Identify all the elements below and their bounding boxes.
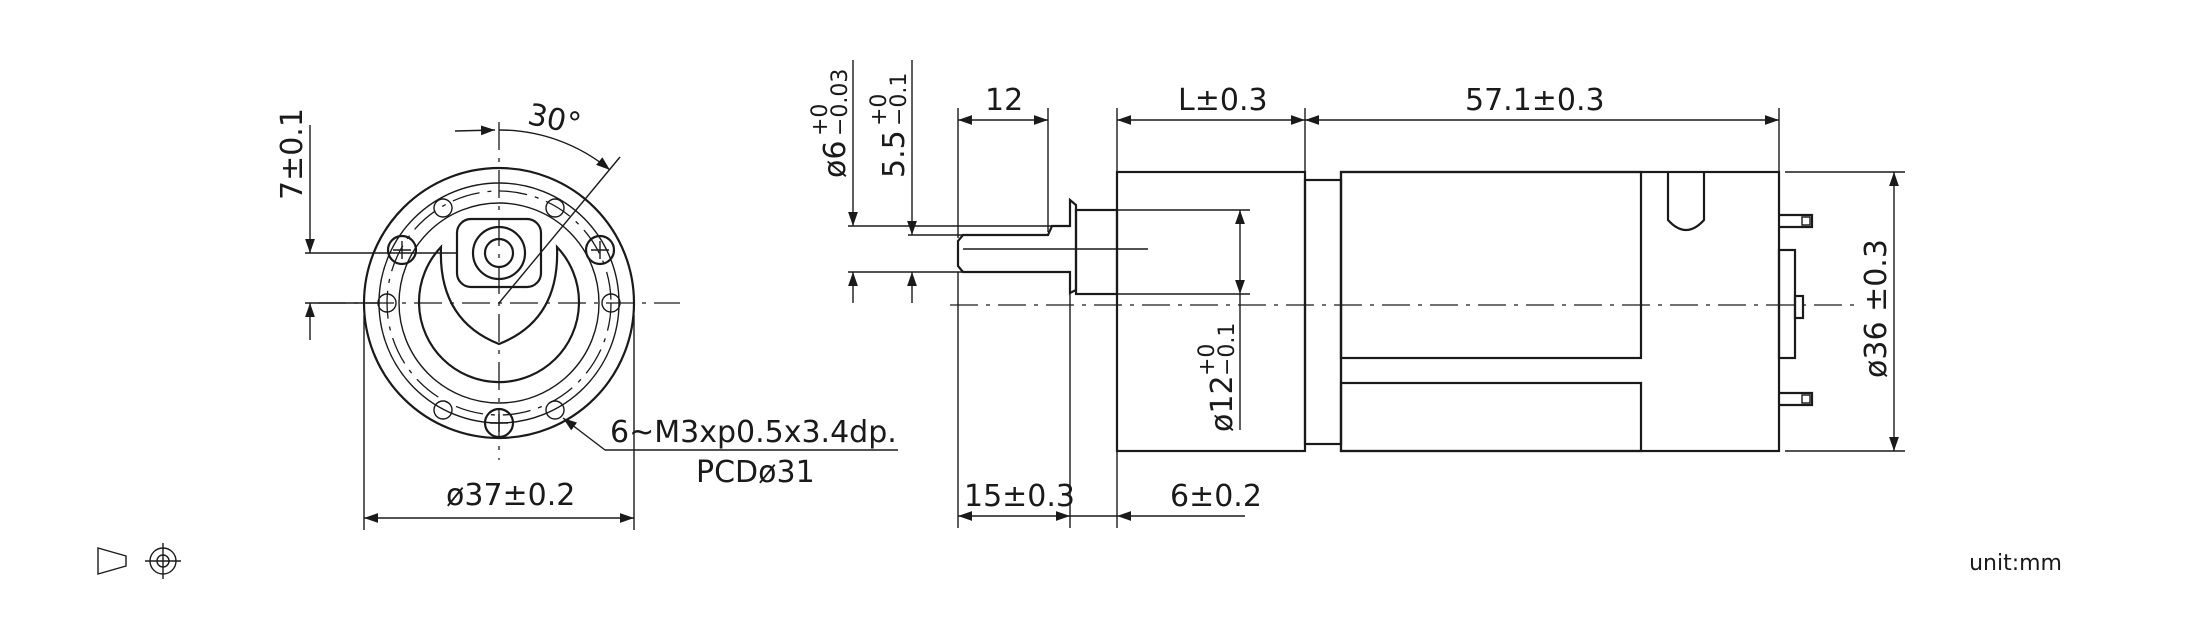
output-shaft <box>956 197 1078 295</box>
offset-dimension: 7±0.1 <box>275 108 310 200</box>
terminal-hole <box>1801 394 1811 404</box>
svg-text:ø6: ø6 <box>818 141 853 178</box>
angle-dimension: 30° <box>525 97 584 142</box>
third-angle-projection-icon <box>97 543 181 579</box>
crescent-recess <box>417 244 581 384</box>
svg-text:5.5: 5.5 <box>877 130 912 178</box>
motor-upper-panel <box>1339 170 1643 360</box>
screw-hole <box>545 400 565 420</box>
rear-boss <box>1777 248 1797 360</box>
motor-diameter-dimension: ø36 ±0.3 <box>1859 239 1894 378</box>
screw-hole <box>433 400 453 420</box>
gearbox-ring <box>1303 178 1343 446</box>
shaft-flat-dimension: 5.5 +0 −0.1 <box>867 73 912 178</box>
shaft-length-dimension: 15±0.3 <box>964 479 1075 514</box>
unit-label: unit:mm <box>1969 551 2062 576</box>
phillips-screw-icon <box>584 234 616 266</box>
angle-arc <box>498 129 611 171</box>
vent-slot <box>1666 172 1706 232</box>
phillips-screw-icon <box>483 407 515 439</box>
terminal-hole <box>1801 216 1811 226</box>
body-circle <box>398 202 600 404</box>
pilot-diameter-dimension: ø12 +0 −0.1 <box>1195 323 1240 432</box>
svg-text:−0.1: −0.1 <box>1215 323 1240 376</box>
pcd-label: PCDø31 <box>696 455 815 490</box>
pilot-boss <box>1074 208 1119 296</box>
flat-length-dimension: 12 <box>985 83 1023 118</box>
pilot-length-dimension: 6±0.2 <box>1170 479 1262 514</box>
rear-bushing <box>1793 294 1805 320</box>
svg-text:+0: +0 <box>867 94 892 126</box>
terminal-bottom <box>1779 391 1814 407</box>
phillips-screws <box>386 234 616 439</box>
svg-text:ø12: ø12 <box>1205 375 1240 432</box>
svg-text:+0: +0 <box>1195 344 1220 376</box>
gearbox-length-dimension: L±0.3 <box>1178 83 1268 118</box>
terminal-top <box>1779 213 1814 229</box>
side-view: ø6 +0 −0.03 5.5 +0 −0.1 12 L±0.3 57.1±0.… <box>808 60 1905 528</box>
svg-text:−0.1: −0.1 <box>887 73 912 126</box>
svg-text:+0: +0 <box>808 104 833 136</box>
flange-diameter-dimension: ø37±0.2 <box>446 478 575 513</box>
motor-length-dimension: 57.1±0.3 <box>1465 83 1605 118</box>
screw-hole <box>545 198 565 218</box>
screw-hole <box>601 293 621 313</box>
phillips-screw-icon <box>386 234 418 266</box>
shaft-outer-circle <box>471 225 527 281</box>
svg-text:−0.03: −0.03 <box>828 69 853 136</box>
angle-arrow <box>454 125 496 136</box>
screw-hole <box>433 198 453 218</box>
motor-lower-panel <box>1339 381 1643 453</box>
angle-extension-line <box>498 156 621 304</box>
front-view: 7±0.1 30° 6~M3xp0.5x3.4dp. PCDø31 ø37±0.… <box>275 97 898 530</box>
pcd-circle <box>386 190 612 416</box>
shaft-circle <box>483 237 515 269</box>
shaft-diameter-dimension: ø6 +0 −0.03 <box>808 69 853 178</box>
callout-leader <box>562 417 606 451</box>
motor-body <box>1339 170 1781 453</box>
screw-spec-label: 6~M3xp0.5x3.4dp. <box>610 415 897 450</box>
mounting-holes <box>377 198 621 420</box>
